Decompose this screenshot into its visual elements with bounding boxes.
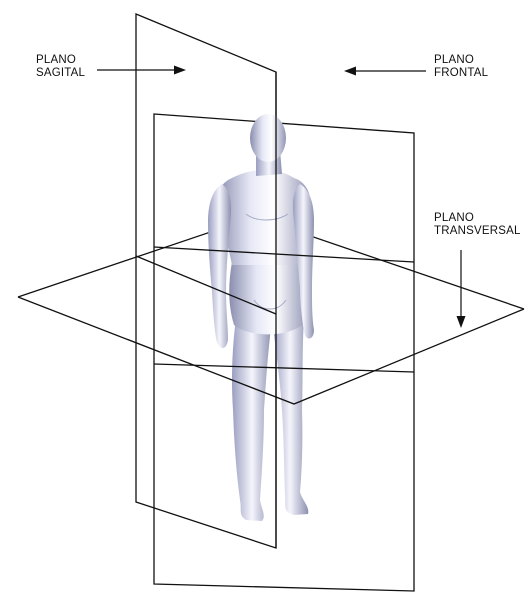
sagittal-label-line2: SAGITAL [36,67,85,80]
transverse-label-line2: TRANSVERSAL [434,225,521,238]
sagittal-label-line1: PLANO [36,54,85,67]
transverse-plane-label: PLANO TRANSVERSAL [434,212,521,238]
frontal-label-line2: FRONTAL [434,67,488,80]
frontal-plane-label: PLANO FRONTAL [434,54,488,80]
transverse-label-line1: PLANO [434,212,521,225]
sagittal-plane-label: PLANO SAGITAL [36,54,85,80]
human-figure [208,114,314,521]
right-leg [272,318,308,515]
head [250,114,286,162]
pelvis [229,262,307,334]
left-leg [232,318,272,521]
frontal-arrow [344,67,426,76]
left-arm [208,184,231,348]
frontal-label-line1: PLANO [434,54,488,67]
sagittal-arrow [97,66,186,75]
